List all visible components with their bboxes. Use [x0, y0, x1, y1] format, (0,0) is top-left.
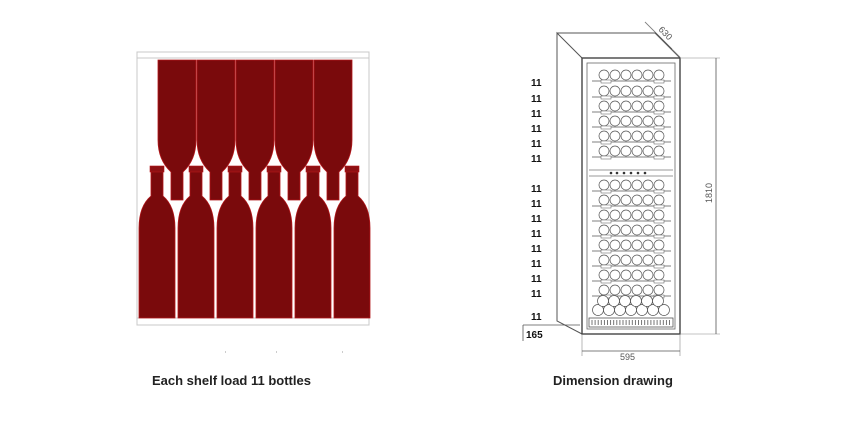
vent-grille-slots [591, 320, 670, 325]
wine-bottle-top-3 [235, 59, 275, 201]
wine-bottle-bottom-2 [177, 167, 215, 319]
height-dimension-label: 1810 [704, 183, 714, 203]
wine-bottle-bottom-4 [255, 167, 293, 319]
shelf-count-3: 11 [531, 109, 542, 120]
rack-5 [592, 130, 671, 145]
shelf-count-6: 11 [531, 154, 542, 165]
wine-bottle-bottom-1 [138, 167, 176, 319]
shelf-count-15: 11 [531, 312, 542, 323]
caption-shelf-load: Each shelf load 11 bottles [152, 373, 311, 388]
shelf-count-11: 11 [531, 244, 542, 255]
bottle-cap [227, 165, 243, 173]
bottle-cap [344, 165, 360, 173]
shelf-count-10: 11 [531, 229, 542, 240]
cabinet-top-depth-edge [654, 32, 681, 59]
bottom-vent-grille [588, 317, 674, 328]
rack-7 [592, 179, 671, 194]
bottle-cap [188, 165, 204, 173]
shelf-racks [592, 69, 671, 316]
rack-1 [592, 69, 671, 84]
width-dimension-label: 595 [620, 352, 635, 362]
rack-8 [592, 194, 671, 209]
rack-bottom-stack [592, 295, 670, 316]
bottle-cap [149, 165, 165, 173]
shelf-count-5: 11 [531, 139, 542, 150]
cabinet-side-panel [556, 31, 583, 335]
rack-4 [592, 115, 671, 130]
shelf-count-12: 11 [531, 259, 542, 270]
wine-bottle-top-1 [157, 59, 197, 201]
cabinet-door-inner [586, 62, 676, 330]
rack-12 [592, 254, 671, 269]
bottom-row-bottles [138, 165, 371, 319]
bottle-shelf-illustration [136, 51, 371, 353]
rack-10 [592, 224, 671, 239]
rack-2 [592, 85, 671, 100]
shelf-count-labels: 11 11 11 11 11 11 11 11 11 11 11 11 11 11 11 [531, 78, 542, 323]
rack-6 [592, 145, 671, 160]
rack-13 [592, 269, 671, 284]
top-row-bottles [157, 59, 353, 201]
wine-bottle-bottom-6 [333, 167, 371, 319]
shelf-count-1: 11 [531, 78, 542, 89]
shelf-count-14: 11 [531, 289, 542, 300]
shelf-count-13: 11 [531, 274, 542, 285]
cabinet-front-frame [581, 57, 681, 335]
wine-bottle-bottom-5 [294, 167, 332, 319]
rack-11 [592, 239, 671, 254]
shelf-count-9: 11 [531, 214, 542, 225]
control-panel-icons [609, 171, 647, 175]
wine-bottle-top-5 [313, 59, 353, 201]
bottle-cap [266, 165, 282, 173]
shelf-count-2: 11 [531, 94, 542, 105]
shelf-count-8: 11 [531, 199, 542, 210]
rack-3 [592, 100, 671, 115]
depth-dimension-label: 630 [657, 24, 675, 42]
shelf-count-4: 11 [531, 124, 542, 135]
cooler-dimension-drawing: 630 1810 595 111111111111111111111111111… [522, 21, 720, 362]
wine-bottle-bottom-3 [216, 167, 254, 319]
shelf-count-7: 11 [531, 184, 542, 195]
rack-9 [592, 209, 671, 224]
bottle-cap [305, 165, 321, 173]
wine-bottle-top-4 [274, 59, 314, 201]
total-bottle-count: 165 [526, 330, 543, 341]
wine-bottle-top-2 [196, 59, 236, 201]
caption-dimension-drawing: Dimension drawing [553, 373, 673, 388]
